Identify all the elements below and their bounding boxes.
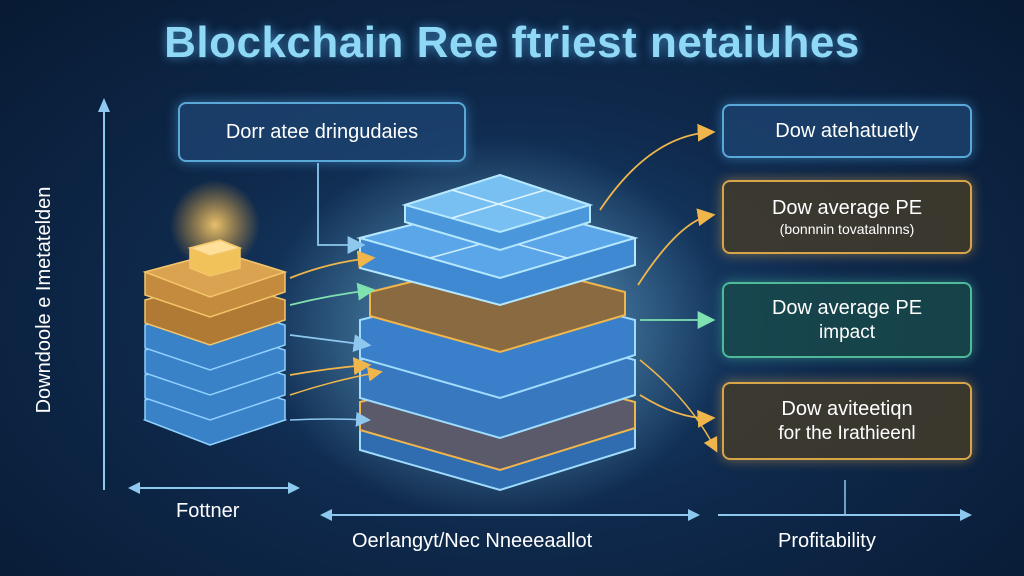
bottom-left-axis-arrow <box>128 482 300 494</box>
right-box-1-line1: Dow atehatuetly <box>775 119 919 142</box>
right-box-3-line1: Dow average PE <box>771 296 923 319</box>
right-box-2: Dow average PE (bonnnin tovatalnnns) <box>722 180 972 254</box>
bottom-center-label: Oerlangyt/Nec Nneeeaallot <box>352 530 593 552</box>
vertical-axis-arrow <box>98 98 110 490</box>
right-box-3-line2: impact <box>819 321 875 343</box>
bottom-left-label: Fottner <box>176 500 240 522</box>
bottom-right-axis-arrow <box>718 480 972 521</box>
stack-to-boxes-arrows <box>599 123 718 453</box>
top-label-text: Dorr atee dringudaies <box>225 120 419 143</box>
stack-to-stack-arrows <box>289 250 383 427</box>
right-box-2-line1: Dow average PE <box>771 196 923 219</box>
central-block-stack <box>356 173 639 492</box>
right-box-1: Dow atehatuetly <box>722 104 972 158</box>
right-box-4-line1: Dow aviteetiqn <box>781 397 913 420</box>
diagram-title: Blockchain Ree ftriest netaiuhes <box>164 18 860 67</box>
top-label-box: Dorr atee dringudaies <box>178 102 466 162</box>
right-box-4: Dow aviteetiqn for the Irathieenl <box>722 382 972 460</box>
right-box-3: Dow average PE impact <box>722 282 972 358</box>
small-block-stack <box>142 180 288 446</box>
right-box-4-line2: for the Irathieenl <box>778 422 916 444</box>
right-box-2-line2: (bonnnin tovatalnnns) <box>779 220 915 237</box>
bottom-right-label: Profitability <box>778 530 876 552</box>
top-label-connector <box>317 163 366 254</box>
